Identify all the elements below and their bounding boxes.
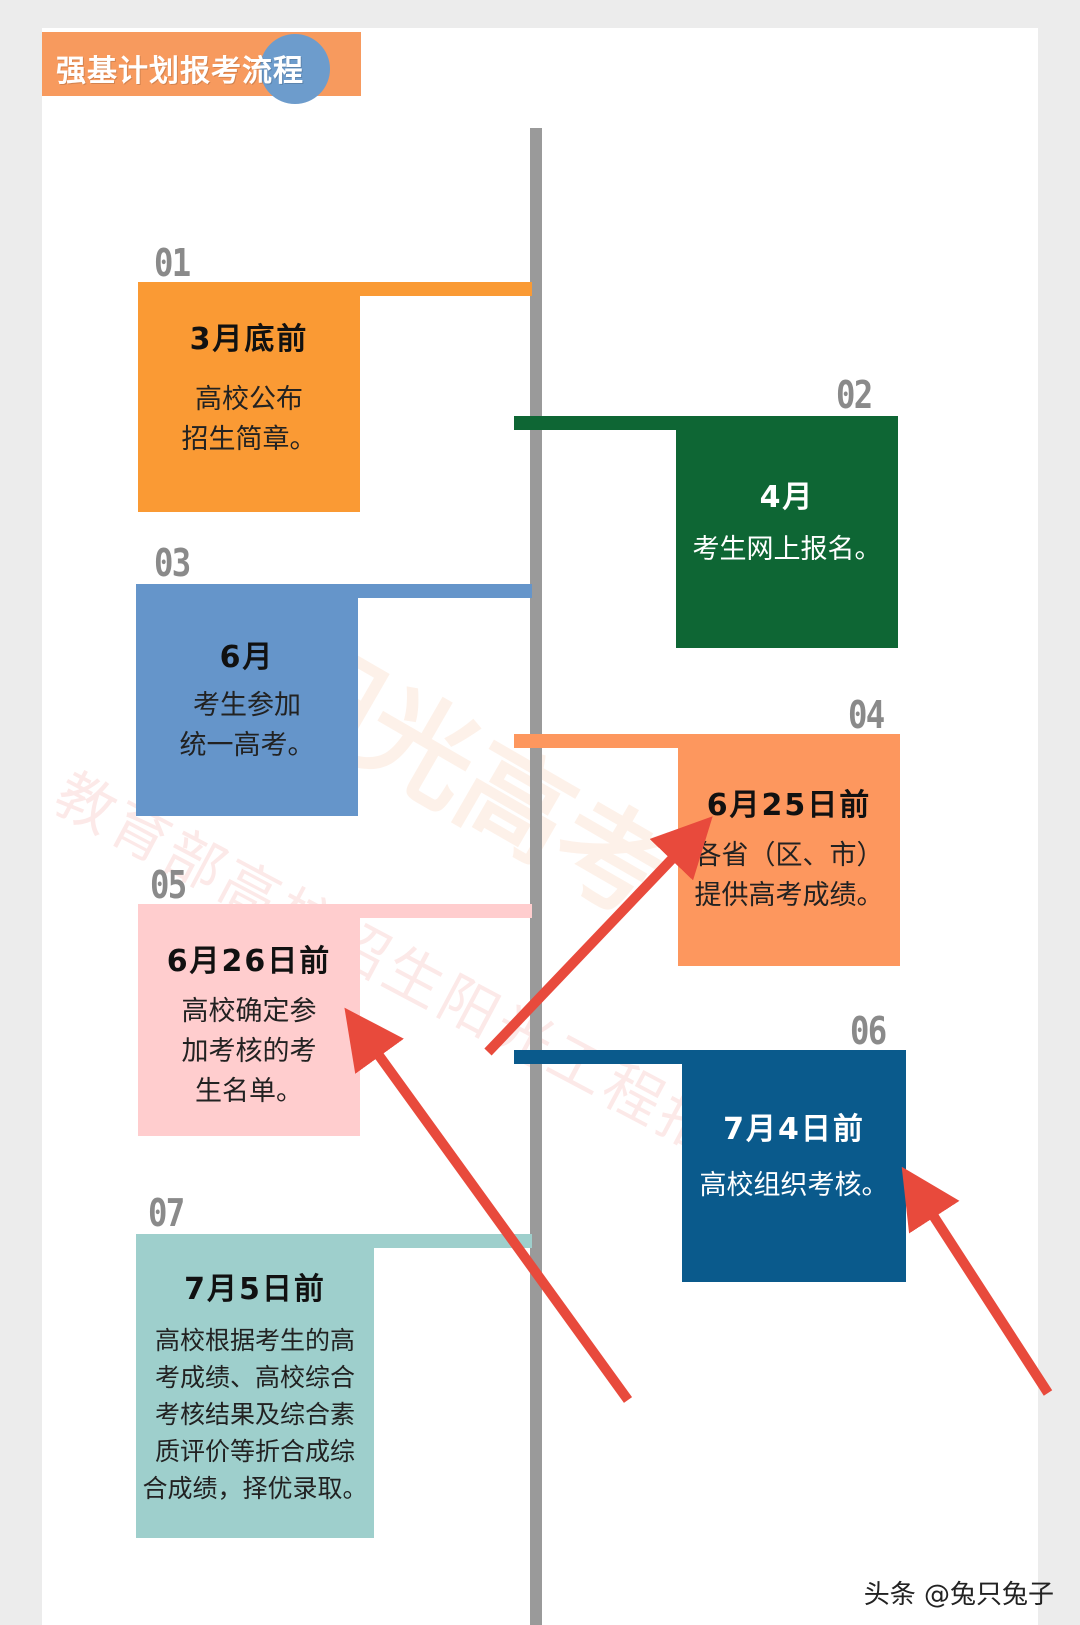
step-06-date: 7月4日前 (723, 1112, 865, 1147)
step-06-card: 7月4日前 高校组织考核。 (682, 1050, 906, 1282)
step-04-card: 6月25日前 各省（区、市） 提供高考成绩。 (678, 734, 900, 966)
step-04-number: 04 (848, 693, 885, 737)
step-07-desc: 高校根据考生的高 考成绩、高校综合 考核结果及综合素 质评价等折合成综 合成绩，… (136, 1322, 374, 1507)
step-07-connector (362, 1234, 532, 1248)
step-04-desc: 各省（区、市） 提供高考成绩。 (678, 836, 900, 916)
page-title: 强基计划报考流程 (56, 54, 304, 89)
step-02-connector (514, 416, 714, 430)
step-05-date: 6月26日前 (166, 944, 332, 979)
step-07-desc-line: 考成绩、高校综合 (154, 1363, 355, 1392)
step-02-desc: 考生网上报名。 (676, 530, 898, 570)
step-03-desc-line: 考生参加 (193, 690, 301, 721)
timeline-axis (530, 128, 542, 1625)
step-02-desc-line: 考生网上报名。 (692, 534, 882, 565)
step-07-number: 07 (148, 1191, 185, 1235)
step-06-number: 06 (850, 1009, 887, 1053)
step-01-card: 3月底前 高校公布 招生简章。 (138, 282, 360, 512)
step-07-card: 7月5日前 高校根据考生的高 考成绩、高校综合 考核结果及综合素 质评价等折合成… (136, 1234, 374, 1538)
step-06-desc: 高校组织考核。 (682, 1166, 906, 1206)
step-05-connector (342, 904, 532, 918)
source-credit: 头条 @兔只兔子 (863, 1580, 1054, 1610)
infographic-page: 强基计划报考流程 阳光高考 教育部高校招生阳光工程指定平台 01 3月底前 高校… (42, 28, 1038, 1625)
step-02-number: 02 (836, 373, 873, 417)
step-01-desc: 高校公布 招生简章。 (138, 380, 360, 460)
step-01-date: 3月底前 (189, 322, 309, 357)
step-05-desc: 高校确定参 加考核的考 生名单。 (138, 992, 360, 1112)
step-01-desc-line: 招生简章。 (181, 424, 317, 455)
step-07-desc-line: 质评价等折合成综 (154, 1437, 355, 1466)
step-07-desc-line: 考核结果及综合素 (154, 1400, 355, 1429)
step-04-connector (514, 734, 714, 748)
step-07-date: 7月5日前 (184, 1272, 326, 1307)
step-06-desc-line: 高校组织考核。 (699, 1170, 889, 1201)
step-07-desc-line: 合成绩，择优录取。 (142, 1474, 368, 1503)
step-07-desc-line: 高校根据考生的高 (154, 1326, 355, 1355)
step-01-number: 01 (154, 241, 191, 285)
title-banner: 强基计划报考流程 (42, 32, 361, 104)
step-01-connector (342, 282, 532, 296)
step-04-desc-line: 提供高考成绩。 (694, 880, 884, 911)
step-02-card: 4月 考生网上报名。 (676, 416, 898, 648)
title-circle-decoration (260, 34, 330, 104)
step-05-desc-line: 加考核的考 (181, 1036, 317, 1067)
step-03-number: 03 (154, 541, 191, 585)
step-03-date: 6月 (219, 640, 275, 675)
step-05-number: 05 (150, 863, 187, 907)
step-05-card: 6月26日前 高校确定参 加考核的考 生名单。 (138, 904, 360, 1136)
step-03-desc-line: 统一高考。 (179, 730, 315, 761)
step-03-desc: 考生参加 统一高考。 (136, 686, 358, 766)
step-01-desc-line: 高校公布 (195, 384, 303, 415)
step-03-connector (342, 584, 532, 598)
step-04-date: 6月25日前 (706, 788, 872, 823)
step-03-card: 6月 考生参加 统一高考。 (136, 584, 358, 816)
step-05-desc-line: 生名单。 (195, 1076, 303, 1107)
step-04-desc-line: 各省（区、市） (694, 840, 884, 871)
step-02-date: 4月 (759, 480, 815, 515)
step-05-desc-line: 高校确定参 (181, 996, 317, 1027)
